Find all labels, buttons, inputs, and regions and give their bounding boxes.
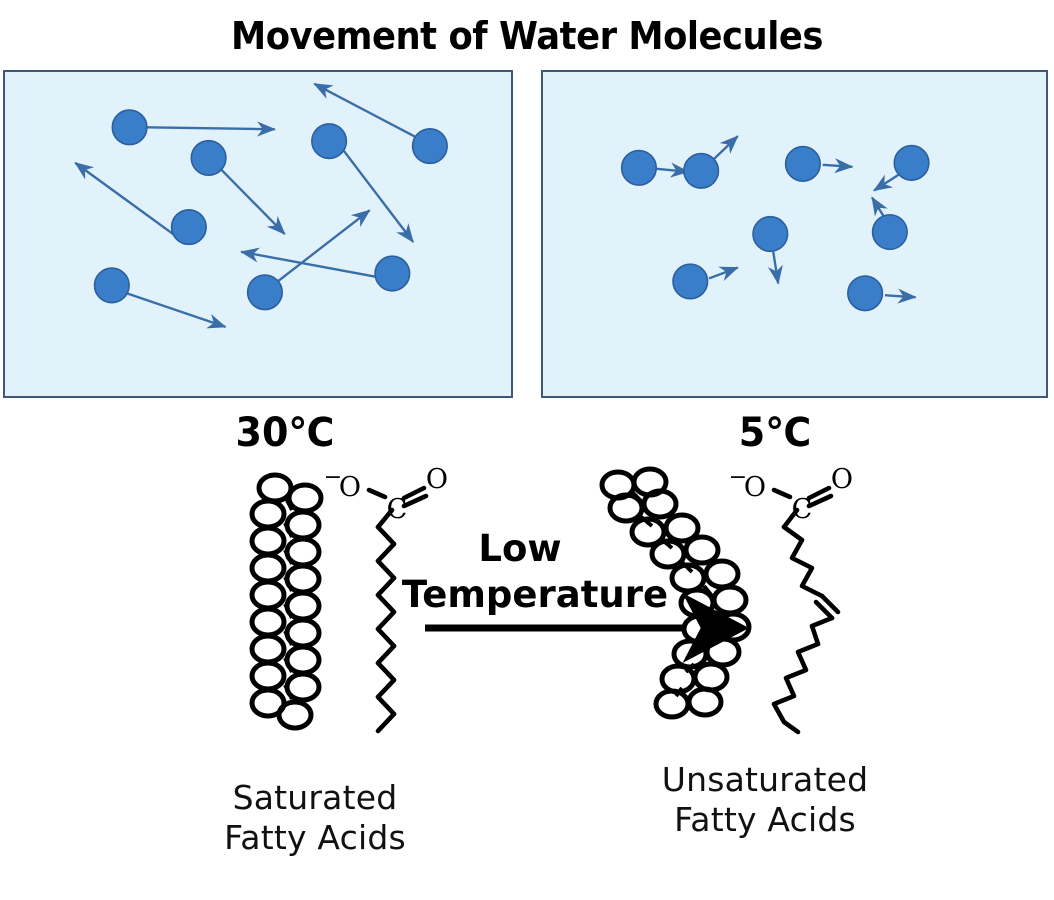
transition-label-line2: Temperature — [401, 573, 669, 616]
warm-panel-molecules — [74, 82, 448, 329]
cold-panel — [541, 70, 1048, 398]
carboxylate-o-left: O — [339, 472, 361, 503]
saturated-caption-line2: Fatty Acids — [224, 818, 406, 857]
carboxylate-charge: − — [729, 465, 747, 490]
fatty-acid-diagram: O C O − — [249, 464, 853, 735]
carboxylate-charge: − — [324, 465, 342, 490]
carboxylate-c: C — [387, 494, 408, 525]
saturated-caption: Saturated Fatty Acids — [135, 778, 495, 858]
carboxylate-o-right: O — [831, 464, 853, 495]
figure-title: Movement of Water Molecules — [231, 14, 823, 58]
cold-panel-molecules — [620, 135, 930, 312]
carboxylate-o-right: O — [426, 464, 448, 495]
unsaturated-head-group: O C O − — [729, 464, 853, 525]
saturated-caption-line1: Saturated — [232, 778, 398, 817]
saturated-space-filling-model — [249, 472, 324, 731]
saturated-skeletal-chain — [366, 485, 429, 734]
carboxylate-o-left: O — [744, 472, 766, 503]
carboxylate-c: C — [792, 494, 813, 525]
unsaturated-caption-line2: Fatty Acids — [674, 800, 856, 839]
unsaturated-space-filling-model — [599, 466, 752, 720]
motion-vectors — [656, 135, 917, 304]
transition-label-line1: Low — [478, 527, 562, 570]
unsaturated-caption-line1: Unsaturated — [661, 760, 869, 799]
warm-panel — [3, 70, 513, 398]
water-molecules — [93, 109, 448, 311]
cold-temperature-label: 5℃ — [738, 410, 812, 456]
water-molecules — [620, 144, 930, 312]
saturated-head-group: O C O − — [324, 464, 448, 525]
motion-vectors — [74, 82, 417, 329]
unsaturated-caption: Unsaturated Fatty Acids — [585, 760, 945, 840]
unsaturated-skeletal-chain — [771, 485, 841, 735]
warm-temperature-label: 30℃ — [235, 410, 335, 456]
